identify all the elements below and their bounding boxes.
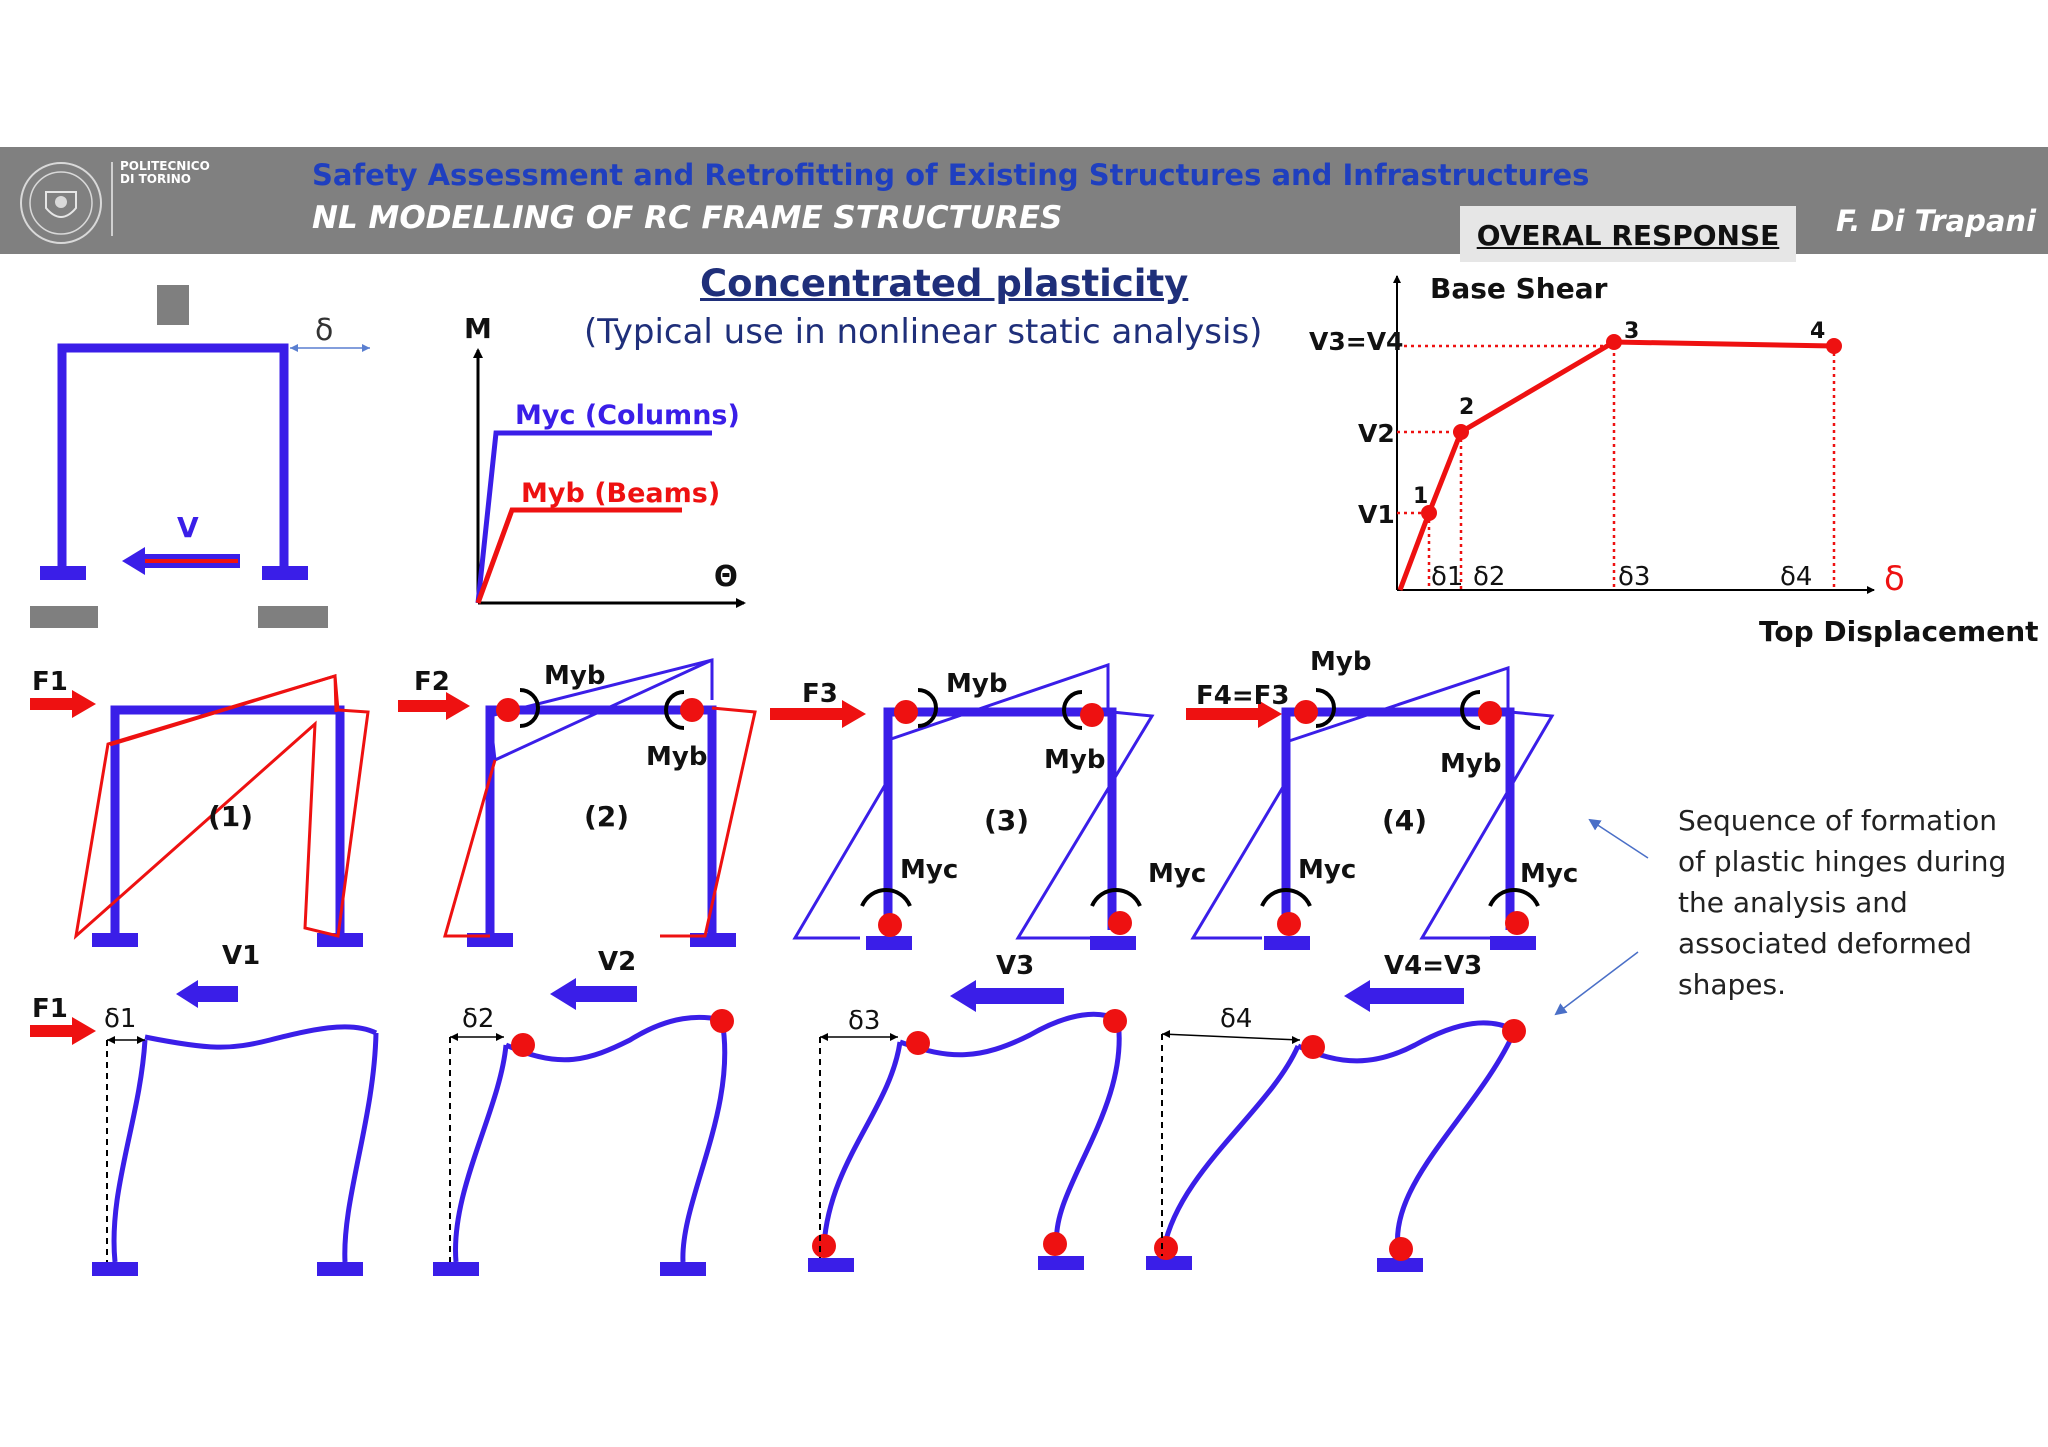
- shear-label-1: V1: [222, 941, 260, 971]
- mc-label-4b: Myc: [1520, 859, 1578, 889]
- institution-name: POLITECNICO DI TORINO: [120, 160, 210, 186]
- mb-label-4a: Myb: [1310, 647, 1371, 677]
- stage-2-label: (2): [584, 800, 629, 833]
- mc-label-3a: Myc: [900, 855, 958, 885]
- v2-label: V2: [1358, 419, 1395, 448]
- shear-arrow-head: [122, 547, 145, 575]
- stage-3: F3 (3): [770, 662, 1155, 950]
- stage-2-force: F2: [414, 667, 450, 697]
- stage-1-force: F1: [32, 667, 68, 697]
- mb-label-2b: Myb: [646, 742, 707, 772]
- left-ground-block: [30, 606, 98, 628]
- guide-lines: [1397, 344, 1836, 590]
- stage-4-label: (4): [1382, 804, 1427, 837]
- shear-label-2: V2: [598, 947, 636, 977]
- institution-line-2: DI TORINO: [120, 172, 191, 186]
- stage-1-label: (1): [208, 800, 253, 833]
- section-label: OVERAL RESPONSE: [1460, 206, 1796, 262]
- deformed-2: V2 δ2: [433, 947, 734, 1276]
- institution-line-1: POLITECNICO: [120, 159, 210, 173]
- delta1-label: δ1: [1431, 562, 1463, 592]
- theta-axis-label: Θ: [714, 560, 738, 593]
- shear-label-4: V4=V3: [1384, 951, 1482, 981]
- base-shear-label: Base Shear: [1430, 272, 1608, 305]
- point-4-label: 4: [1810, 319, 1825, 344]
- columns-label: Myc (Columns): [515, 400, 740, 431]
- right-base-plate: [262, 566, 308, 580]
- deformed-4: V4=V3 δ4: [1146, 951, 1526, 1272]
- delta-dimension-arrows: [290, 344, 370, 352]
- course-title: Safety Assessment and Retrofitting of Ex…: [312, 158, 1590, 192]
- delta4-label: δ4: [1780, 562, 1812, 592]
- stage-4: F4=F3 (4): [1186, 665, 1555, 950]
- shear-label-3: V3: [996, 951, 1034, 981]
- bottom-force-label: F1: [32, 994, 68, 1024]
- point-2-label: 2: [1459, 395, 1474, 420]
- v1-label: V1: [1358, 500, 1395, 529]
- hinge-labels: Myb Myb Myb Myb Myb Myb Myc Myc Myc Myc: [544, 647, 1578, 889]
- pushover-curve: [1397, 339, 1835, 591]
- stage-2: F2 (2): [398, 658, 757, 947]
- moment-rotation-chart: M Θ Myc (Columns) Myb (Beams): [464, 312, 746, 608]
- author-name: F. Di Trapani: [1836, 204, 2037, 238]
- point-1-label: 1: [1413, 484, 1428, 509]
- side-note: Sequence of formation of plastic hinges …: [1678, 804, 2007, 1001]
- drift-label-1: δ1: [104, 1004, 136, 1034]
- left-base-plate: [40, 566, 86, 580]
- m-axis-label: M: [464, 312, 492, 345]
- page-title: Concentrated plasticity: [700, 262, 1189, 305]
- point-3: [1606, 334, 1622, 350]
- frame-outline: [57, 343, 289, 570]
- mb-label-3b: Myb: [1044, 745, 1105, 775]
- shear-label: V: [177, 511, 199, 544]
- stage-4-force: F4=F3: [1196, 681, 1290, 711]
- lecture-title: NL MODELLING OF RC FRAME STRUCTURES: [312, 200, 1063, 236]
- hinge-rotation-arrows: [519, 688, 1540, 907]
- frame-sketch: δ V: [30, 285, 370, 628]
- mb-label-4b: Myb: [1440, 749, 1501, 779]
- stage-1: F1 (1): [30, 667, 370, 947]
- note-arrow-lower: [1554, 951, 1639, 1016]
- stage-3-label: (3): [984, 804, 1029, 837]
- delta-axis-symbol: δ: [1884, 559, 1905, 599]
- mc-label-3b: Myc: [1148, 859, 1206, 889]
- point-1: [1421, 505, 1437, 521]
- stage-3-force: F3: [802, 679, 838, 709]
- mc-label-4a: Myc: [1298, 855, 1356, 885]
- university-seal-logo: [20, 162, 102, 244]
- deformed-3: V3 δ3: [808, 951, 1127, 1272]
- beams-label: Myb (Beams): [521, 478, 720, 509]
- header-divider: [111, 162, 113, 236]
- mb-label-2a: Myb: [544, 661, 605, 691]
- top-displacement-label: Top Displacement: [1759, 615, 2039, 648]
- beams-curve: [475, 507, 682, 604]
- right-ground-block: [258, 606, 328, 628]
- mass-block: [157, 285, 189, 325]
- mb-label-3a: Myb: [946, 669, 1007, 699]
- drift-label-4: δ4: [1220, 1004, 1252, 1034]
- page-subtitle: (Typical use in nonlinear static analysi…: [584, 312, 1263, 352]
- pushover-chart: Base Shear Top Displacement δ 1 2 3 4 V1…: [1309, 272, 2039, 648]
- delta-label: δ: [315, 313, 333, 348]
- note-arrow-upper: [1588, 818, 1649, 859]
- columns-curve: [475, 430, 712, 604]
- point-3-label: 3: [1624, 319, 1639, 344]
- v3-v4-label: V3=V4: [1309, 327, 1403, 356]
- deformed-1: F1 V1 δ1: [30, 941, 379, 1276]
- drift-label-2: δ2: [462, 1004, 494, 1034]
- drift-label-3: δ3: [848, 1006, 880, 1036]
- point-4: [1826, 338, 1842, 354]
- delta3-label: δ3: [1618, 562, 1650, 592]
- delta2-label: δ2: [1473, 562, 1505, 592]
- point-2: [1453, 424, 1469, 440]
